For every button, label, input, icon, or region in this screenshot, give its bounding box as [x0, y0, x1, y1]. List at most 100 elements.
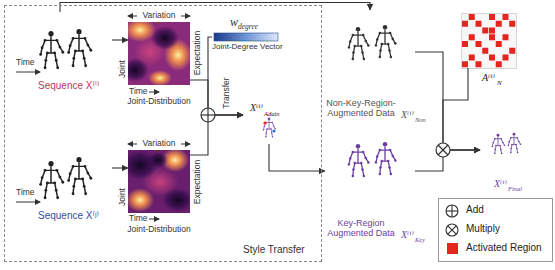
legend-text: Activated Region: [466, 242, 542, 254]
legend-multiply-symbol-part: [448, 226, 456, 234]
legend-add-symbol-part: [446, 205, 458, 217]
key-region-hexagon: Key-Region Augmented DataX⁽ⁱ⁾Key: [325, 128, 415, 215]
mask-grid-part-part: [476, 41, 482, 47]
joint-distribution-heatmap: Joint-Distribution: [128, 150, 190, 213]
node-text: X⁽ⁱ⁾: [401, 109, 414, 121]
multiply-symbol-part: [438, 145, 448, 155]
legend-multiply-symbol: [446, 224, 458, 236]
mask-grid-part-part: [462, 61, 468, 67]
axis-label: Time: [16, 188, 35, 198]
node-text: w: [230, 16, 238, 30]
node-text: N: [497, 79, 502, 87]
non-key-hexagon: Non-Key-Region- Augmented DataX⁽ⁱ⁾Non: [325, 10, 415, 95]
axis-arrows-part: [181, 144, 190, 145]
legend-multiply-symbol-part: [446, 224, 458, 236]
skeletons-part: [348, 27, 370, 60]
mask-grid-part-part: [489, 28, 495, 34]
mask-grid-part-part: [476, 21, 482, 27]
axis-label: Time: [129, 87, 148, 97]
heatmap-bottom-part: [128, 188, 154, 212]
mask-grid: [462, 14, 517, 69]
skeletons-part: [375, 25, 397, 58]
skeletons-part: [272, 129, 275, 132]
mask-grid-part: [462, 14, 515, 67]
add-symbol-part: [207, 108, 208, 122]
hexagon-shape: [9, 13, 111, 111]
heatmap-bottom-part: [162, 188, 190, 212]
node-text: Key: [415, 236, 425, 243]
activation-mask: A⁽ⁱ⁾N: [462, 14, 516, 68]
heatmap-bottom: [128, 150, 190, 213]
mask-grid-part-part: [469, 55, 475, 61]
legend-text: Add: [466, 204, 484, 216]
mask-grid-part-part: [482, 48, 488, 54]
node-text: X⁽ⁱ⁾: [250, 102, 263, 114]
axis-arrows-part: [149, 219, 159, 220]
axis-label: Time: [16, 58, 35, 68]
mask-grid-part-part: [469, 14, 475, 20]
mask-grid-part-part: [489, 14, 495, 20]
node-text: A⁽ⁱ⁾: [482, 72, 495, 84]
mask-grid-part-part: [509, 21, 515, 27]
legend-add-symbol: [446, 205, 458, 217]
mask-grid-part-part: [462, 41, 468, 47]
axis-arrows-part: [128, 144, 137, 145]
node-text: Style Transfer: [243, 244, 305, 256]
mask-grid-part-part: [489, 55, 495, 61]
skeletons-part: [348, 144, 370, 177]
node-text: Joint-Degree Vector: [212, 42, 283, 51]
axis-label-vertical: Joint: [118, 188, 128, 206]
axis-label: Time: [129, 214, 148, 224]
node-text: Joint-Distribution: [116, 97, 202, 107]
node-text: Joint-Distribution: [116, 225, 202, 235]
node-text: Adain: [264, 110, 280, 117]
hexagon-outline: [325, 128, 415, 215]
skeletons-part: [39, 161, 64, 199]
joint-degree-vector: wdegreeJoint-Degree Vector: [212, 18, 294, 56]
mask-grid-part-part: [476, 61, 482, 67]
mask-grid-part-part: [503, 55, 509, 61]
mask-grid-part-part: [462, 21, 468, 27]
node-text: X⁽ⁱ⁾: [494, 178, 507, 190]
mask-grid-part-part: [503, 34, 509, 40]
legend-box: AddMultiplyActivated Region: [438, 198, 553, 262]
flow-arrow: [60, 3, 370, 13]
skeletons-part: [375, 142, 397, 175]
multiply-symbol-part: [436, 143, 450, 157]
flow-arrow: [190, 80, 243, 115]
hexagon-shape: [481, 125, 532, 176]
flow-arrow: [443, 68, 480, 150]
add-symbol: [201, 108, 215, 122]
mask-grid-part-part: [496, 21, 502, 27]
skeletons-part: [492, 134, 506, 155]
flow-arrow: [112, 167, 128, 168]
legend-add-symbol-part: [451, 205, 452, 217]
hexagon-shape: [9, 141, 111, 244]
node-text: Non-Key-Region- Augmented Data: [321, 98, 401, 119]
mask-grid-part-part: [489, 34, 495, 40]
heatmap-top-part: [128, 58, 149, 82]
axis-label-vertical: Joint: [118, 60, 128, 78]
add-symbol-part: [201, 108, 215, 122]
skeletons-part: [67, 29, 92, 67]
skeletons: [39, 25, 521, 199]
flow-arrow: [190, 115, 243, 155]
heatmap-bottom-part: [148, 152, 168, 168]
legend-swatch: [447, 243, 458, 254]
legend-multiply-symbol-part: [448, 226, 456, 234]
node-text: degree: [238, 23, 258, 32]
axis-label-vertical: Expectation: [193, 160, 203, 204]
node-text: Sequence X⁽ʲ⁾: [38, 210, 99, 222]
axis-label-vertical: Expectation: [193, 31, 203, 75]
mask-grid-part-part: [496, 41, 502, 47]
adain-hexagon: X⁽ⁱ⁾Adain: [243, 86, 295, 144]
flow-arrow: [415, 52, 480, 150]
axis-arrows-part: [16, 202, 40, 203]
hexagon-shape: [244, 87, 295, 144]
degree-vector-bar: [214, 33, 278, 41]
final-hexagon: X⁽ⁱ⁾Final: [480, 124, 532, 176]
hexagon-outline: [480, 124, 532, 176]
multiply-symbol: [436, 143, 450, 157]
heatmap-top-part: [148, 70, 172, 85]
